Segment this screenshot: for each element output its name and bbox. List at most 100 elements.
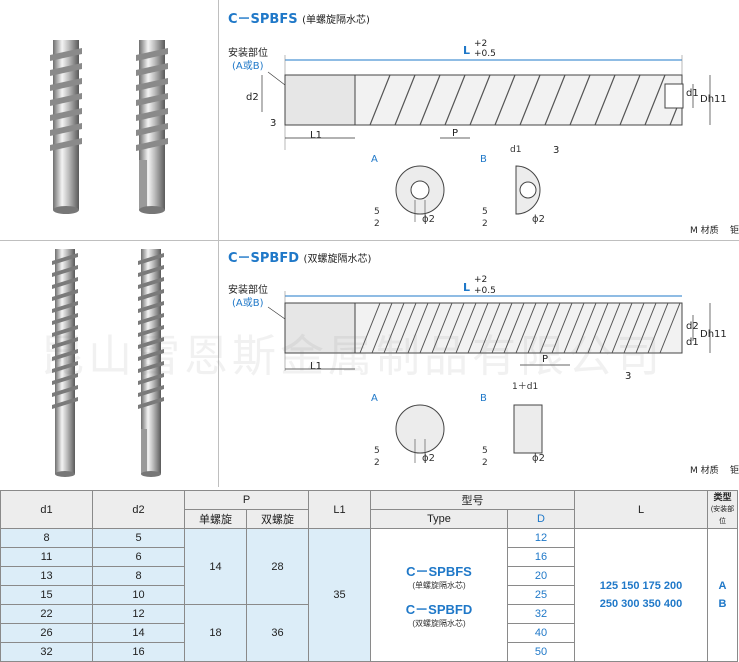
spbfd-L1-label: L1: [310, 361, 322, 372]
spbfs-name: (单螺旋隔水芯): [302, 15, 370, 26]
type-sub-spbfd: (双螺旋隔水芯): [412, 619, 466, 628]
spbfd-P-label: P: [542, 354, 549, 365]
spbfs-b-5: 5: [482, 207, 488, 217]
cell-D: 40: [507, 623, 575, 643]
cell-d1: 8: [0, 528, 93, 548]
table-row: 8 5 14 28 35 C－SPBFS (单螺旋隔水芯) C－SPBFD (双…: [0, 528, 738, 662]
type-code-spbfs: C－SPBFS: [406, 564, 472, 579]
table-row: 26 14 40: [0, 623, 738, 643]
spbfs-b-phi2: ϕ2: [532, 214, 545, 225]
cell-d1: 32: [0, 642, 93, 662]
spbfs-mount-options: (A或B): [232, 61, 264, 72]
table-row: 22 12 18 36 32: [0, 604, 738, 662]
cell-D: 12: [507, 528, 575, 548]
spbfd-L-tol-upper: +2: [474, 275, 488, 285]
spbfd-b-phi2: ϕ2: [532, 453, 545, 464]
cell-P-double-group2: 36: [246, 604, 309, 662]
spbfd-mount-options: (A或B): [232, 298, 264, 309]
kind-a: A: [718, 580, 727, 592]
spbfs-L-label: L: [463, 44, 471, 57]
spbfs-L1-label: L1: [310, 130, 322, 141]
cell-d2: 5: [92, 528, 185, 548]
header-P-single: 单螺旋: [184, 509, 247, 529]
header-L1: L1: [308, 490, 371, 529]
cell-D: 25: [507, 585, 575, 605]
spec-table: d1 d2 P L1 型号 L 类型 (安装部位 单螺旋 双螺旋 Type D …: [0, 490, 738, 662]
spbfs-L-tol-upper: +2: [474, 39, 488, 49]
table-row: 15 10 25: [0, 585, 738, 605]
header-model: 型号: [370, 490, 575, 510]
spbfd-code: C－SPBFD: [228, 251, 300, 266]
spbfd-section-b-label: B: [480, 393, 487, 404]
spbfd-a-5: 5: [374, 446, 380, 456]
cell-L-values: 125 150 175 200 250 300 350 400: [574, 528, 708, 662]
header-d1: d1: [0, 490, 93, 529]
header-L: L: [574, 490, 708, 529]
cell-d1: 26: [0, 623, 93, 643]
spbfd-b-2: 2: [482, 458, 488, 468]
cell-D: 50: [507, 642, 575, 662]
spbfd-title: C－SPBFD (双螺旋隔水芯): [228, 247, 371, 266]
spbfs-3b-label: 3: [553, 145, 560, 156]
table-row: 11 6 16: [0, 547, 738, 567]
spbfd-photo-area: [0, 241, 219, 487]
spbfd-Dh11-label: Dh11: [700, 329, 727, 340]
header-type: Type: [370, 509, 508, 529]
spbfd-d2-label: d2: [686, 321, 699, 332]
spbfs-a-5: 5: [374, 207, 380, 217]
spbfd-section-a-label: A: [371, 393, 378, 404]
header-kind-label: 类型: [713, 492, 732, 502]
L-values-row2: 250 300 350 400: [599, 598, 683, 610]
spbfs-mount-label: 安装部位: [228, 48, 268, 59]
cell-d2: 12: [92, 604, 185, 624]
header-d2: d2: [92, 490, 185, 529]
spbfs-code: C－SPBFS: [228, 12, 298, 27]
spbfd-one-plus-d1: 1＋d1: [512, 381, 538, 392]
table-row: 32 16 50: [0, 642, 738, 662]
spbfd-pin-left: [52, 249, 78, 477]
spbfd-pin-right: [138, 249, 164, 477]
cell-d2: 14: [92, 623, 185, 643]
spbfs-a-phi2: ϕ2: [422, 214, 435, 225]
cell-type-codes: C－SPBFS (单螺旋隔水芯) C－SPBFD (双螺旋隔水芯): [370, 528, 508, 662]
spbfs-a-2: 2: [374, 219, 380, 229]
spbfd-panel: C－SPBFD (双螺旋隔水芯) 安装部位 (A或B) L +2 +0.5 d2…: [0, 240, 739, 487]
cell-D: 16: [507, 547, 575, 567]
spbfs-title: C－SPBFS (单螺旋隔水芯): [228, 8, 370, 27]
spbfd-L-label: L: [463, 281, 471, 294]
type-sub-spbfs: (单螺旋隔水芯): [412, 581, 466, 590]
spbfd-name: (双螺旋隔水芯): [303, 254, 372, 265]
spbfs-Dh11-label: Dh11: [700, 94, 727, 105]
cell-d1: 22: [0, 604, 93, 624]
header-kind-sub: (安装部位: [710, 506, 735, 525]
table-row: 13 8 20: [0, 566, 738, 586]
spbfs-3-label: 3: [270, 118, 277, 129]
cell-d1: 13: [0, 566, 93, 586]
header-P: P: [184, 490, 309, 510]
spbfs-b-d1: d1: [510, 145, 521, 155]
spbfs-section-b-label: B: [480, 154, 487, 165]
cell-d1: 11: [0, 547, 93, 567]
cell-d2: 10: [92, 585, 185, 605]
spbfs-pin-left: [50, 40, 82, 214]
spbfs-b-2: 2: [482, 219, 488, 229]
spbfd-cut-text: 钜: [730, 466, 739, 476]
spbfd-d1-label: d1: [686, 337, 699, 348]
spbfd-b-5: 5: [482, 446, 488, 456]
spbfs-section-a-label: A: [371, 154, 378, 165]
spbfs-pin-right: [136, 40, 168, 214]
spbfd-drawing: A 5 2 ϕ2 B 1＋d1 5 2 ϕ2: [267, 291, 711, 468]
spbfd-product-photo: [52, 249, 164, 477]
cell-L1: 35: [308, 528, 371, 662]
spbfd-a-phi2: ϕ2: [422, 453, 435, 464]
cell-d2: 6: [92, 547, 185, 567]
L-values-row1: 125 150 175 200: [599, 580, 683, 592]
spbfs-product-photo: [50, 40, 168, 214]
spbfs-cut-text: 钜: [730, 226, 739, 236]
spbfs-material: M 材质: [690, 226, 719, 236]
type-code-spbfd: C－SPBFD: [405, 602, 473, 617]
spbfd-material: M 材质: [690, 466, 719, 476]
cell-d2: 8: [92, 566, 185, 586]
spbfd-L-tol-lower: +0.5: [474, 286, 496, 296]
cell-kind: A B: [707, 528, 738, 662]
